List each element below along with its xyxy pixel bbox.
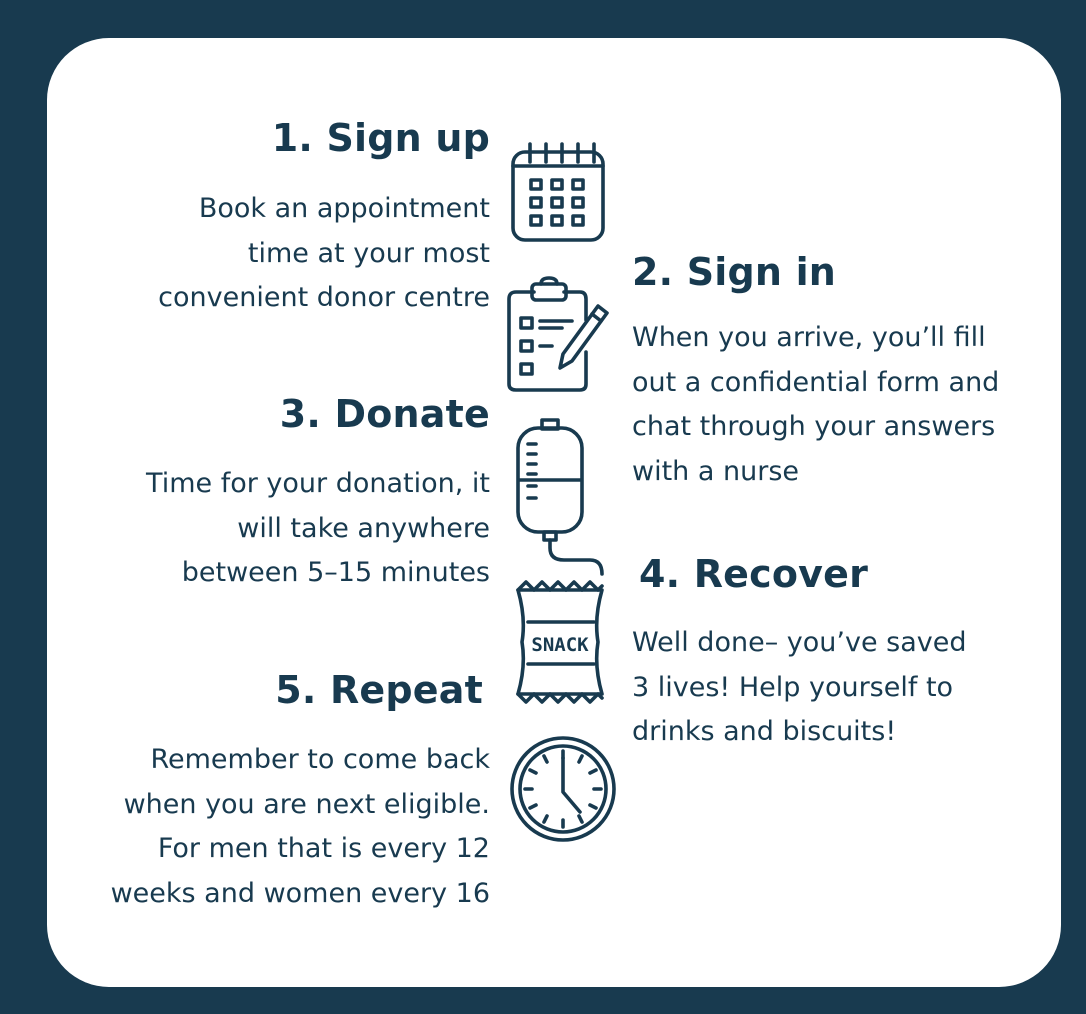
blood-bag-icon [516,418,604,576]
clipboard-icon [507,276,609,392]
step-5-title: 5. Repeat [275,668,483,712]
step-1-description: Book an appointment time at your most co… [158,193,490,313]
step-3-description: Time for your donation, it will take any… [146,468,490,588]
step-4-title: 4. Recover [639,552,869,596]
step-2-description: When you arrive, you’ll fill out a confi… [632,322,1000,487]
step-4-description: Well done– you’ve saved 3 lives! Help yo… [632,627,967,747]
step-5-description: Remember to come back when you are next … [110,744,490,909]
steps-card [47,38,1061,987]
snack-icon: SNACK [516,580,604,704]
clock-icon [510,736,616,842]
step-3-title: 3. Donate [279,392,490,436]
step-2-title: 2. Sign in [632,250,837,294]
snack-icon-label: SNACK [531,634,589,656]
calendar-icon [511,142,605,242]
step-1-title: 1. Sign up [271,116,490,160]
